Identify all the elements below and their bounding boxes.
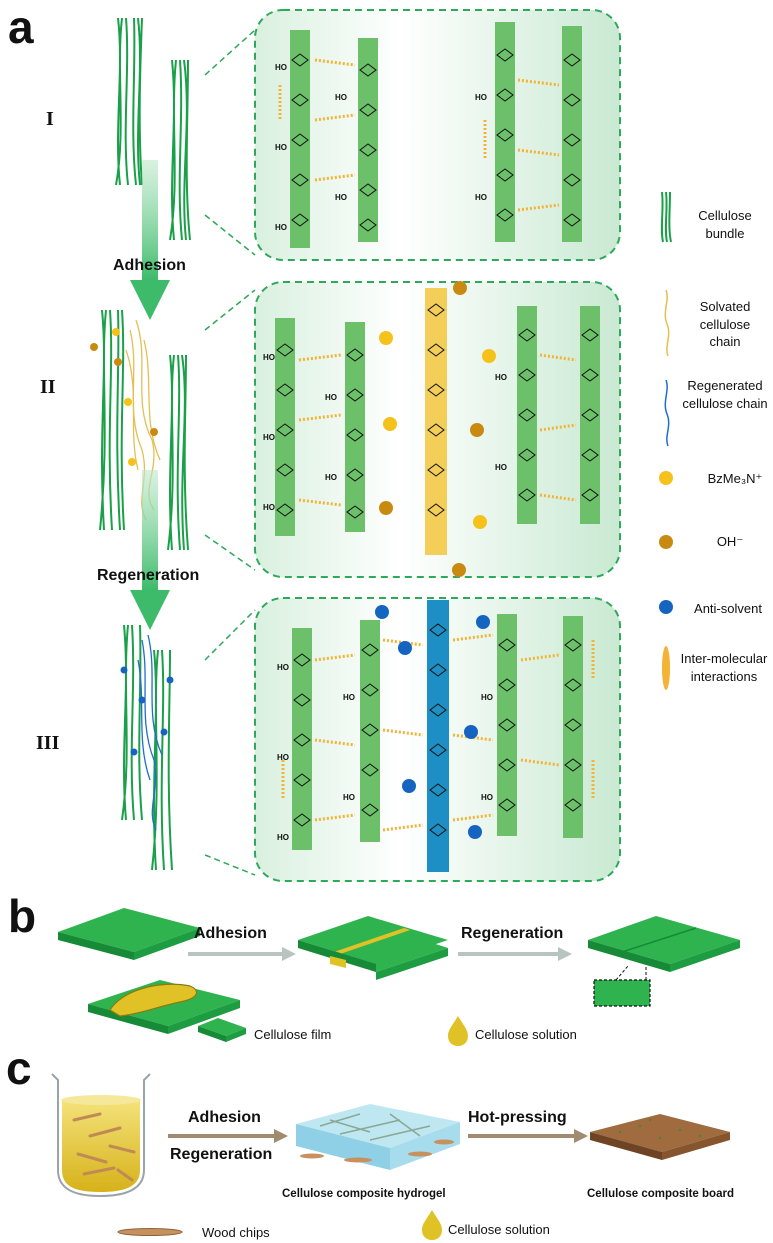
panel-a-bundles	[90, 17, 191, 871]
svg-text:HO: HO	[475, 93, 487, 102]
cellulose-bundle-legend-icon	[660, 191, 672, 243]
chains-panel-2	[275, 288, 600, 555]
film-top-left	[58, 908, 200, 960]
svg-text:HO: HO	[325, 393, 337, 402]
svg-text:HO: HO	[495, 463, 507, 472]
joined-film	[298, 916, 448, 980]
wood-chip-legend-icon	[117, 1228, 183, 1236]
label-adhesion-c: Adhesion	[188, 1109, 261, 1126]
panel-label-a: a	[8, 1, 34, 53]
legend-regenerated: Regenerated cellulose chain	[682, 378, 768, 411]
svg-text:HO: HO	[277, 663, 289, 672]
legend-cellulose-film: Cellulose film	[254, 1027, 332, 1042]
cellulose-solution-legend-icon	[448, 1016, 468, 1046]
svg-text:HO: HO	[495, 373, 507, 382]
svg-text:HO: HO	[481, 693, 493, 702]
zoom-panel-1	[254, 9, 621, 261]
glucose-rings	[276, 48, 599, 837]
legend-cellulose-solution-b: Cellulose solution	[475, 1027, 577, 1042]
solvated-chain-legend-icon	[664, 289, 670, 357]
svg-text:HO: HO	[481, 793, 493, 802]
svg-text:HO: HO	[475, 193, 487, 202]
arrow-regeneration-shaft	[142, 470, 158, 590]
ions-stage-ii	[90, 328, 158, 466]
caption-board: Cellulose composite board	[587, 1188, 734, 1200]
beaker-icon	[51, 1073, 151, 1198]
label-adhesion-a: Adhesion	[113, 257, 186, 274]
panel-label-c: c	[6, 1042, 32, 1094]
svg-text:HO: HO	[277, 753, 289, 762]
svg-text:HO: HO	[277, 833, 289, 842]
panel-c-illustration	[51, 1073, 730, 1240]
film-bottom-left	[88, 980, 240, 1034]
svg-text:HO: HO	[335, 193, 347, 202]
label-regeneration-a: Regeneration	[97, 567, 200, 584]
arrow-adhesion-shaft	[142, 160, 158, 280]
legend-wood-chips: Wood chips	[202, 1225, 270, 1240]
arrow-regeneration-head	[130, 590, 170, 630]
arrow-adhesion-head	[130, 280, 170, 320]
svg-text:HO: HO	[275, 63, 287, 72]
stage-label-2: II	[40, 376, 56, 398]
legend-cellulose-solution-c: Cellulose solution	[448, 1222, 550, 1237]
svg-text:HO: HO	[263, 433, 275, 442]
legend-bzme: BzMe₃N⁺	[707, 471, 763, 486]
cellulose-solution-legend-icon-c	[422, 1210, 442, 1240]
legend-oh: OH⁻	[716, 534, 744, 549]
cellulose-film-legend-icon	[198, 1018, 246, 1042]
ho-labels: HO HO HO HO HO HO HO HO HO HO HO HO HO HO HO HO HO…	[263, 63, 507, 842]
label-regeneration-c: Regeneration	[170, 1146, 273, 1163]
svg-text:HO: HO	[275, 143, 287, 152]
regenerated-film	[588, 916, 740, 1007]
svg-text:HO: HO	[263, 353, 275, 362]
label-hotpressing-c: Hot-pressing	[468, 1109, 567, 1126]
legend-antisolvent: Anti-solvent	[694, 601, 762, 616]
legend-solvated: Solvated cellulose chain	[699, 299, 751, 350]
label-regeneration-b: Regeneration	[461, 925, 564, 942]
antisolvent-legend-icon	[659, 600, 673, 614]
regenerated-chain-legend-icon	[664, 379, 670, 447]
antisolvent-panel-3	[375, 605, 490, 839]
cellulose-bundle-icon	[115, 17, 191, 241]
label-adhesion-b: Adhesion	[194, 925, 267, 942]
hydrogel-block	[296, 1104, 460, 1170]
panel-b-illustration	[58, 908, 740, 1046]
svg-text:HO: HO	[263, 503, 275, 512]
legend-icons	[659, 191, 673, 690]
legend-bundle: Cellulose bundle	[698, 208, 752, 241]
stage-label-3: III	[36, 732, 60, 754]
panel-label-b: b	[8, 890, 37, 942]
composite-board	[590, 1114, 730, 1160]
interaction-legend-icon	[662, 646, 670, 690]
cation-legend-icon	[659, 471, 673, 485]
svg-text:HO: HO	[335, 93, 347, 102]
zoom-panels: HO HO HO HO HO HO HO HO HO HO HO HO HO HO HO HO HO…	[204, 9, 621, 882]
svg-text:HO: HO	[325, 473, 337, 482]
caption-hydrogel: Cellulose composite hydrogel	[282, 1188, 446, 1200]
hydroxide-legend-icon	[659, 535, 673, 549]
stage-label-1: I	[46, 108, 54, 130]
svg-text:HO: HO	[275, 223, 287, 232]
svg-text:HO: HO	[343, 693, 355, 702]
ions-panel-2	[379, 281, 496, 577]
svg-text:HO: HO	[343, 793, 355, 802]
legend-interactions: Inter-molecular interactions	[680, 651, 768, 684]
